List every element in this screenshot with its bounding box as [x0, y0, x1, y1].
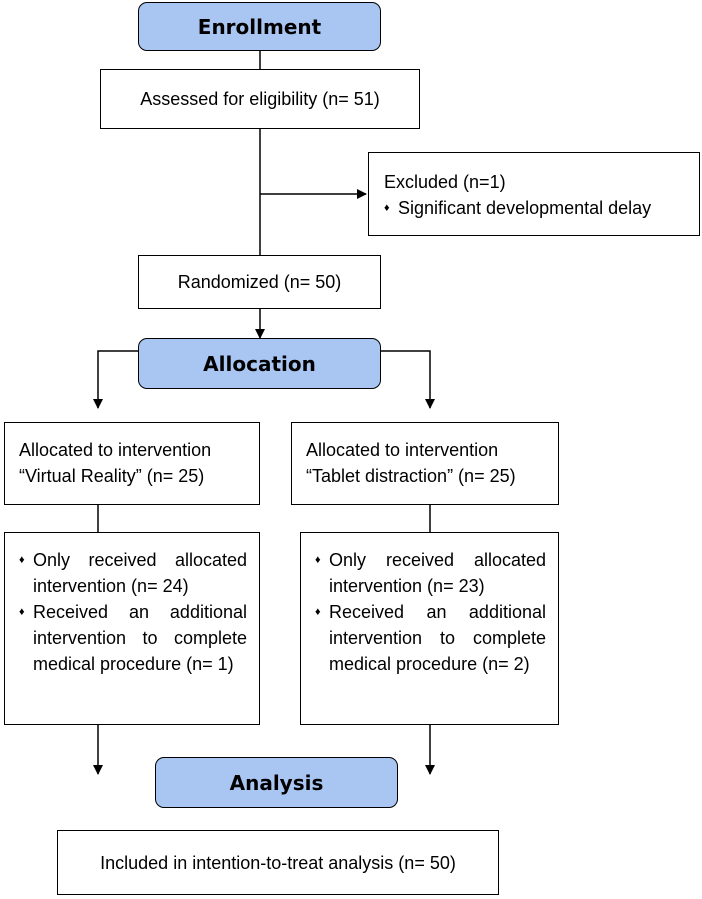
left-allocated-line1: Allocated to intervention — [19, 440, 212, 460]
left-received-additional: Received an additional intervention to c… — [33, 602, 247, 674]
right-allocated-line1: Allocated to intervention — [306, 440, 499, 460]
left-received-only-item: ♦ Only received allocated intervention (… — [19, 547, 247, 599]
left-received-additional-item: ♦ Received an additional intervention to… — [19, 599, 247, 677]
excluded-reason: Significant developmental delay — [398, 198, 652, 218]
right-received-box: ♦ Only received allocated intervention (… — [300, 532, 559, 725]
right-allocated-box: Allocated to intervention “Tablet distra… — [291, 422, 559, 505]
analysis-header: Analysis — [155, 757, 398, 808]
left-allocated-line2: “Virtual Reality” (n= 25) — [19, 466, 205, 486]
bullet-icon: ♦ — [19, 606, 25, 618]
excluded-reason-item: ♦ Significant developmental delay — [384, 195, 699, 221]
bullet-icon: ♦ — [384, 202, 390, 214]
assessed-text: Assessed for eligibility (n= 51) — [140, 89, 380, 109]
analysis-text: Included in intention-to-treat analysis … — [100, 852, 456, 873]
bullet-icon: ♦ — [315, 606, 321, 618]
randomized-text: Randomized (n= 50) — [177, 272, 342, 292]
assessed-box: Assessed for eligibility (n= 51) — [100, 69, 420, 129]
excluded-box: Excluded (n=1) ♦ Significant development… — [368, 152, 700, 236]
arrow-allocation-right — [381, 350, 435, 409]
arrow-allocation-left — [93, 350, 138, 409]
excluded-title: Excluded (n=1) — [384, 172, 506, 192]
allocation-header: Allocation — [138, 338, 381, 389]
right-allocated-line2: “Tablet distraction” (n= 25) — [306, 466, 516, 486]
bullet-icon: ♦ — [315, 554, 321, 566]
left-received-box: ♦ Only received allocated intervention (… — [4, 532, 260, 725]
left-received-only: Only received allocated intervention (n=… — [33, 550, 247, 596]
enrollment-header: Enrollment — [138, 2, 381, 51]
left-allocated-box: Allocated to intervention “Virtual Reali… — [4, 422, 260, 505]
right-received-additional-item: ♦ Received an additional intervention to… — [315, 599, 546, 677]
bullet-icon: ♦ — [19, 554, 25, 566]
right-received-only: Only received allocated intervention (n=… — [329, 550, 546, 596]
right-received-only-item: ♦ Only received allocated intervention (… — [315, 547, 546, 599]
analysis-box: Included in intention-to-treat analysis … — [57, 830, 499, 895]
right-received-additional: Received an additional intervention to c… — [329, 602, 546, 674]
randomized-box: Randomized (n= 50) — [138, 255, 381, 309]
